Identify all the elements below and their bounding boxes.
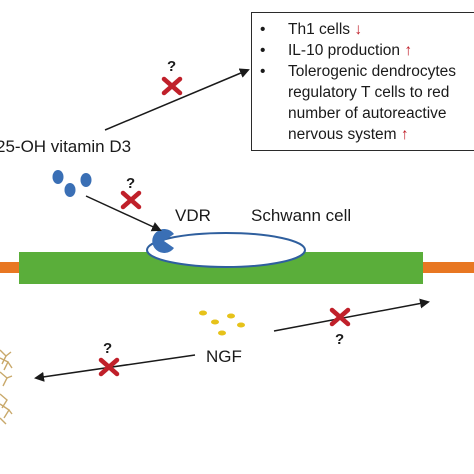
vitamin-d3-label: 25-OH vitamin D3	[0, 137, 132, 156]
box-item-continued: regulatory T cells to red	[288, 84, 450, 101]
arrow-to-immune-box	[104, 68, 250, 131]
ngf-label: NGF	[206, 347, 242, 366]
up-arrow-icon: ↑	[404, 42, 413, 59]
x-mark-icon	[161, 76, 183, 96]
neuron-tree-icon	[0, 349, 13, 425]
schwann-cell-label: Schwann cell	[251, 206, 352, 225]
ngf-dot	[211, 319, 219, 325]
arrow-ngf-left	[34, 354, 196, 382]
box-item-continued: number of autoreactive	[288, 105, 447, 122]
vitamin-dot	[80, 173, 92, 187]
box-item: •IL-10 production ↑	[260, 42, 413, 59]
vitamin-dot	[52, 170, 64, 184]
x-mark-icon	[98, 357, 120, 377]
question-mark: ?	[103, 340, 112, 357]
immune-effects-box: •Th1 cells ↓ •IL-10 production ↑ •Tolero…	[251, 12, 474, 151]
question-mark: ?	[126, 175, 135, 192]
ngf-dot	[199, 310, 207, 316]
ngf-dot	[237, 322, 245, 328]
box-item-continued: nervous system ↑	[288, 126, 409, 143]
vdr-receptor-icon	[152, 229, 174, 253]
box-item: •Tolerogenic dendrocytes	[260, 63, 457, 80]
arrow-vitamin-to-vdr	[85, 195, 162, 232]
x-mark-icon	[329, 307, 351, 327]
question-mark: ?	[335, 331, 344, 348]
x-mark-icon	[120, 190, 142, 210]
ngf-dot	[227, 313, 235, 319]
ngf-dot	[218, 330, 226, 336]
up-arrow-icon: ↑	[400, 126, 409, 143]
down-arrow-icon: ↓	[354, 21, 363, 38]
box-item: •Th1 cells ↓	[260, 21, 363, 38]
arrow-ngf-right	[273, 298, 430, 332]
vdr-label: VDR	[175, 206, 211, 225]
vitamin-dot	[64, 183, 76, 197]
vdr-receptor-ellipse	[146, 232, 306, 268]
question-mark: ?	[167, 58, 176, 75]
